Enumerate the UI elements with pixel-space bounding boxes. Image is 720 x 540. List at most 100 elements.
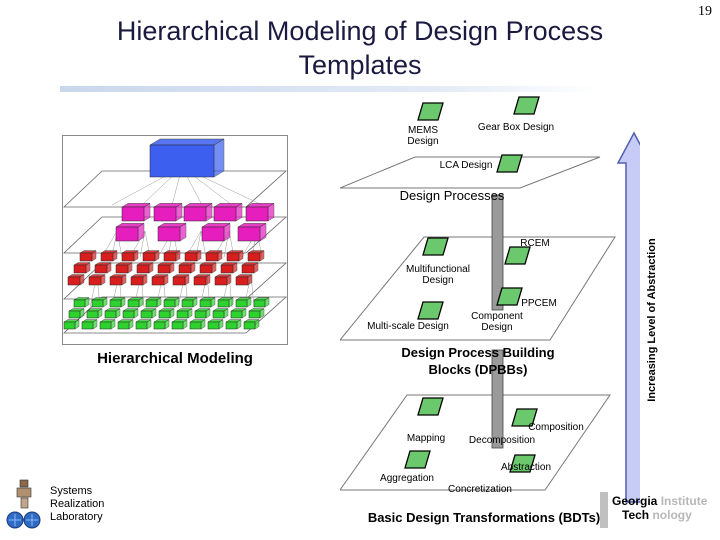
hier-red-box-0-0	[79, 252, 93, 262]
hier-green-box-0-8	[217, 299, 230, 308]
hier-green-box-1-4	[140, 310, 153, 319]
lca-block	[496, 154, 523, 173]
multifunctional-design-label: Multifunctional Design	[406, 264, 470, 286]
dpbb-plane	[340, 236, 616, 341]
hier-red-box-1-8	[241, 264, 255, 274]
stem-lower	[491, 349, 504, 449]
hier-green-box-0-1	[91, 299, 104, 308]
hier-red-box-0-8	[247, 252, 261, 262]
ppcem-label: PPCEM	[521, 298, 557, 309]
hier-red-box-0-6	[205, 252, 219, 262]
hier-green-box-1-2	[104, 310, 117, 319]
abstraction-block	[509, 454, 536, 473]
dpbb-caption-line-1: Design Process Building	[401, 345, 555, 360]
title-line-1: Hierarchical Modeling of Design Process	[116, 16, 604, 46]
hier-blue-box-top	[149, 138, 225, 146]
hier-red-box-0-3	[142, 252, 156, 262]
hier-red-box-1-5	[178, 264, 192, 274]
hier-green-box-2-0	[63, 321, 76, 330]
srl-line-2: Realization	[50, 498, 105, 510]
hier-green-box-0-3	[127, 299, 140, 308]
hier-green-box-2-2	[99, 321, 112, 330]
hier-magenta-box-1	[153, 206, 177, 222]
hier-magenta-box-4	[245, 206, 269, 222]
rcem-label: RCEM	[520, 238, 550, 249]
hier-green-box-1-10	[248, 310, 261, 319]
hierarchy-layers	[62, 138, 288, 334]
hier-magenta-box-0	[121, 206, 145, 222]
hier-red-box-1-4	[157, 264, 171, 274]
mems-design-label: MEMS Design	[407, 125, 439, 147]
hier-red-box-1-7	[220, 264, 234, 274]
aggregation-label: Aggregation	[380, 473, 434, 484]
decomposition-label: Decomposition	[468, 435, 536, 446]
hier-green-box-0-7	[199, 299, 212, 308]
hier-red-box-1-0	[73, 264, 87, 274]
ppcem-block	[496, 287, 523, 306]
hier-green-box-2-8	[207, 321, 220, 330]
hier-red-box-0-4	[163, 252, 177, 262]
slide-number: 19	[698, 4, 712, 19]
title-underline	[60, 86, 600, 92]
hier-red-box-1-2	[115, 264, 129, 274]
hier-green-box-2-7	[189, 321, 202, 330]
hier-green-box-0-2	[109, 299, 122, 308]
hier-magenta-box-7	[201, 226, 225, 242]
hier-red-box-1-3	[136, 264, 150, 274]
lca-design-label: LCA Design	[439, 160, 493, 171]
hier-green-box-2-5	[153, 321, 166, 330]
hier-green-box-1-1	[86, 310, 99, 319]
rcem-block	[504, 246, 531, 265]
hier-green-box-1-3	[122, 310, 135, 319]
gear-box-design-label: Gear Box Design	[477, 122, 555, 133]
process-diagram	[340, 96, 640, 503]
dpbb-caption-line-2: Blocks (DPBBs)	[428, 362, 528, 377]
gt-logo-institute: Institute	[660, 494, 708, 508]
hier-green-box-0-4	[145, 299, 158, 308]
mapping-block	[417, 397, 444, 416]
hier-green-box-2-10	[243, 321, 256, 330]
mapping-label: Mapping	[406, 433, 446, 444]
hier-magenta-box-6	[157, 226, 181, 242]
hier-magenta-box-2	[183, 206, 207, 222]
composition-block	[511, 408, 538, 427]
srl-logo-text: Systems Realization Laboratory	[50, 485, 104, 524]
hier-blue-box	[149, 144, 215, 178]
hier-green-box-0-0	[73, 299, 86, 308]
hier-green-box-0-5	[163, 299, 176, 308]
abstraction-arrow-label: Increasing Level of Abstraction	[646, 238, 658, 402]
georgia-tech-logo: Georgia Institute Tech nology	[600, 488, 712, 532]
hier-green-box-2-3	[117, 321, 130, 330]
hier-magenta-box-3	[213, 206, 237, 222]
hier-green-box-1-9	[230, 310, 243, 319]
hier-green-box-1-6	[176, 310, 189, 319]
hier-green-box-0-10	[253, 299, 266, 308]
hier-green-box-1-8	[212, 310, 225, 319]
hier-red-box-0-5	[184, 252, 198, 262]
srl-logo-icon	[6, 479, 41, 529]
hier-red-box-2-8	[235, 276, 249, 286]
hier-green-box-2-1	[81, 321, 94, 330]
abstraction-label: Abstraction	[500, 462, 552, 473]
hier-red-box-1-1	[94, 264, 108, 274]
hier-green-box-2-9	[225, 321, 238, 330]
hier-green-box-0-9	[235, 299, 248, 308]
hier-red-box-2-1	[88, 276, 102, 286]
title-line-2: Templates	[298, 50, 422, 80]
hier-red-box-1-6	[199, 264, 213, 274]
design-processes-caption: Design Processes	[399, 188, 505, 203]
multiscale-block	[417, 301, 444, 320]
hier-red-box-2-3	[130, 276, 144, 286]
hier-red-box-2-4	[151, 276, 165, 286]
hier-red-box-0-2	[121, 252, 135, 262]
component-design-label: Component Design	[471, 311, 523, 333]
hier-red-box-2-2	[109, 276, 123, 286]
hier-green-box-1-5	[158, 310, 171, 319]
bdt-caption: Basic Design Transformations (BDTs)	[367, 510, 601, 525]
hier-magenta-box-5	[115, 226, 139, 242]
hierarchy-figure	[62, 135, 288, 345]
hier-blue-box-side	[213, 138, 225, 178]
multi-scale-design-label: Multi-scale Design	[367, 321, 449, 332]
composition-label: Composition	[528, 422, 584, 433]
gt-logo-nology: nology	[652, 508, 692, 522]
